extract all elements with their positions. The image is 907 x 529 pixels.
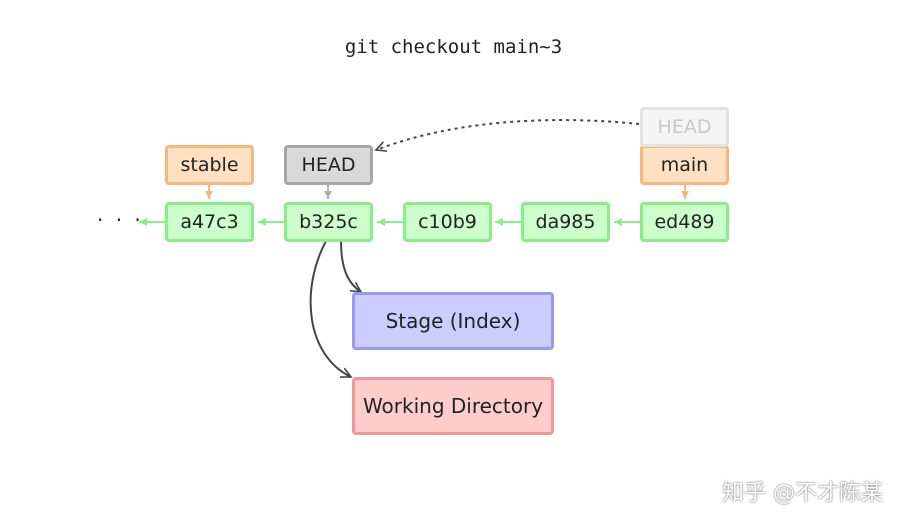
head-move-arrow (376, 119, 640, 150)
earlier-commits-ellipsis: · · · (97, 208, 144, 232)
stage-index-box: Stage (Index) (352, 292, 554, 350)
to-working-directory-arrow (309, 240, 351, 378)
working-directory-box: Working Directory (352, 377, 554, 435)
head-previous: HEAD (640, 107, 729, 147)
branch-stable: stable (165, 145, 254, 185)
to-stage-arrow (340, 240, 361, 292)
commit-a47c3: a47c3 (165, 202, 254, 242)
branch-main: main (640, 145, 729, 185)
command-title: git checkout main~3 (344, 36, 563, 58)
commit-b325c: b325c (284, 202, 373, 242)
commit-da985: da985 (521, 202, 610, 242)
commit-ed489: ed489 (640, 202, 729, 242)
commit-c10b9: c10b9 (403, 202, 492, 242)
head-current: HEAD (284, 145, 373, 185)
watermark: 知乎 @不才陈某 (722, 481, 883, 506)
